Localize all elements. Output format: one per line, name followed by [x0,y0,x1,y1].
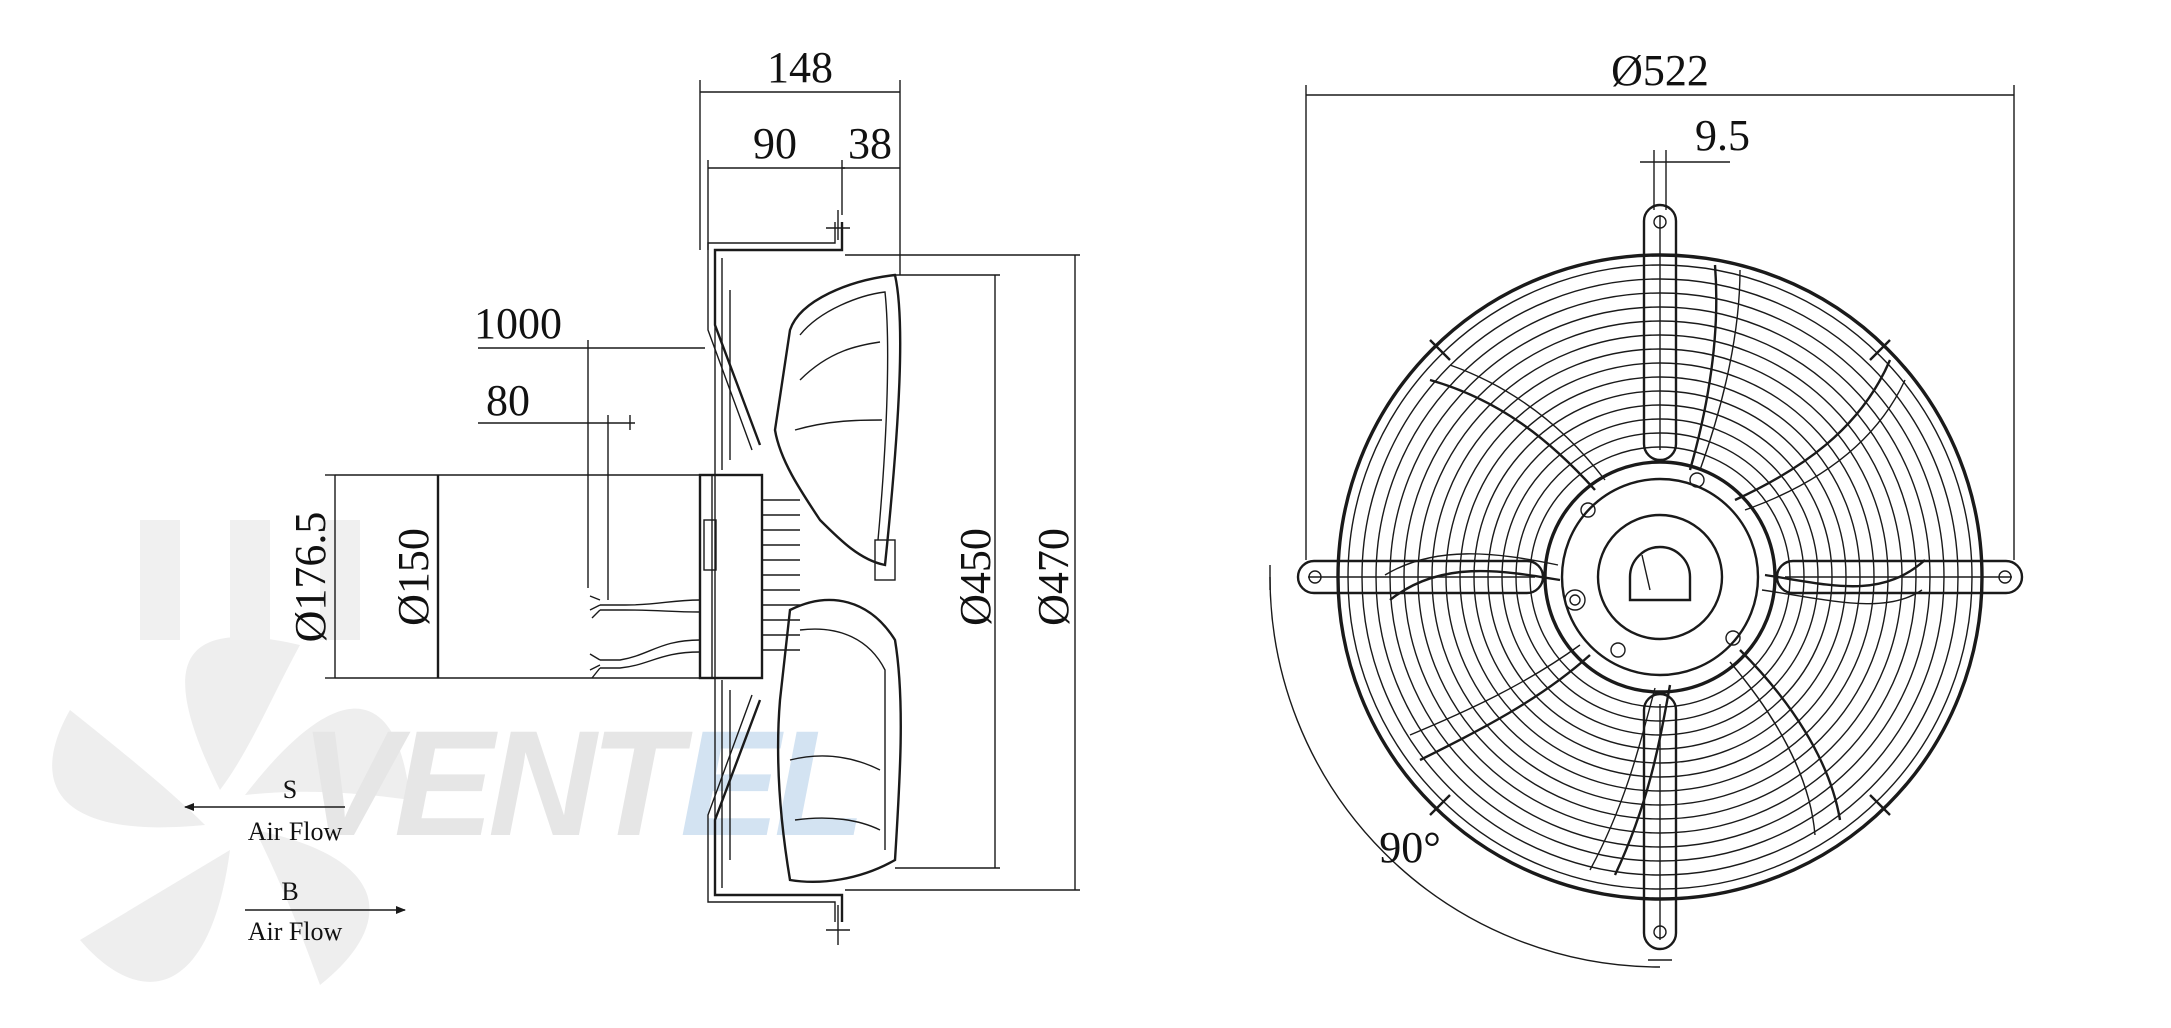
fan-blade-upper [773,273,902,581]
dim-depth-total: 148 [699,43,901,275]
watermark-bar-2 [230,520,270,640]
dim-mount-span: Ø522 [1305,46,2015,560]
dim-guard-dia-label: Ø470 [1029,528,1078,626]
watermark-bar-1 [140,520,180,640]
airflow-blowing-label: Air Flow [248,917,343,946]
dim-depth-motor-label: 90 [753,119,797,168]
dim-slot-width: 9.5 [1640,111,1750,210]
motor-cables [589,595,701,679]
airflow-blowing-letter: B [281,877,298,906]
dim-angle-label: 90° [1379,823,1441,872]
dim-cable-strip: 80 [478,376,635,600]
airflow-suction: S Air Flow [184,775,345,846]
dim-blade-dia-label: Ø450 [951,528,1000,626]
dim-cable-length: 1000 [474,299,705,588]
dim-mount-span-label: Ø522 [1611,46,1709,95]
watermark-text-gray: VENT [300,699,693,867]
front-view-dimensions: Ø522 9.5 90° [1269,46,2015,968]
dim-depth-rim-label: 38 [848,119,892,168]
dim-motor-body-label: Ø150 [389,528,438,626]
dim-blade-dia: Ø450 [951,275,1000,868]
airflow-legend: S Air Flow B Air Flow [184,775,406,946]
airflow-suction-letter: S [283,775,297,804]
airflow-blowing: B Air Flow [245,877,406,946]
dim-motor-flange-label: Ø176.5 [286,512,335,643]
front-view [1296,203,2024,951]
dim-depth-motor: 90 [707,119,845,250]
side-view-dimensions: 148 90 38 1000 80 [286,43,1078,890]
fan-blade-lower [776,598,902,883]
dim-cable-length-label: 1000 [474,299,562,348]
dim-cable-strip-label: 80 [486,376,530,425]
dim-depth-total-label: 148 [767,43,833,92]
dim-depth-rim: 38 [842,119,900,169]
watermark-bar-3 [320,520,360,640]
dim-angle: 90° [1269,565,1672,968]
guard-clips [1429,339,1891,816]
dim-guard-dia: Ø470 [1029,255,1078,890]
watermark-fan-logo [52,637,410,985]
mounting-struts [1296,203,2024,951]
motor-fins [762,499,800,651]
dim-motor-flange: Ø176.5 [286,474,336,679]
front-blades [1384,264,1926,876]
airflow-suction-label: Air Flow [248,817,343,846]
watermark-text-blue: EL [680,699,860,867]
brand-watermark: VENT EL [52,520,866,985]
motor-hub [1543,460,1777,694]
dim-slot-width-label: 9.5 [1695,111,1750,160]
dim-motor-body: Ø150 [389,475,439,678]
